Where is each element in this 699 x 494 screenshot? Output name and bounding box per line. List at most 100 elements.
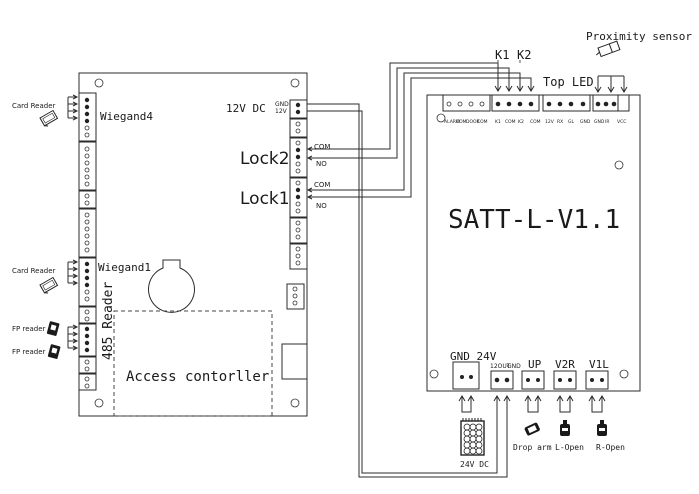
power-terminal [289, 99, 308, 119]
pin-label: COM [456, 119, 467, 125]
wiegand4-label: Wiegand4 [100, 110, 153, 123]
l-open-label: L-Open [555, 443, 584, 452]
arrow-icon [594, 75, 628, 93]
power-24v-terminal [452, 361, 480, 390]
pin-label: K1 [495, 119, 501, 125]
access-controller-board [78, 72, 308, 417]
satt-board: ALARM COM DOOR COM K1 COM K2 COM 12V RX … [426, 94, 641, 392]
lock1-com-label: COM [314, 181, 330, 189]
mount-hole [619, 369, 629, 379]
battery-holder [148, 259, 195, 313]
reader485-terminal [78, 323, 97, 357]
wiegand4-terminal [78, 92, 97, 142]
up-terminal [521, 370, 545, 390]
mount-hole [290, 78, 300, 88]
pin-label: GND [580, 119, 591, 125]
mount-hole [614, 160, 624, 170]
terminal-block [78, 356, 97, 374]
v2r-label: V2R [555, 358, 575, 371]
gnd-24v-label: GND 24V [450, 350, 497, 363]
satt-board-title: SATT-L-V1.1 [448, 205, 620, 235]
right-terminal-strip [281, 99, 308, 380]
arrow-icon [72, 94, 79, 121]
controller-title: Access contorller [126, 369, 269, 385]
pin-label: COM [477, 119, 488, 125]
top-led-label: Top LED [543, 75, 594, 89]
lock1-terminal [289, 177, 308, 218]
pin-label: ALARM [444, 119, 460, 125]
power-supply-24v: 24V DC [458, 395, 489, 469]
terminal-block [78, 373, 97, 391]
card-reader-icon [39, 109, 59, 127]
power-pin-gnd: GND [275, 101, 289, 108]
mount-hole [94, 398, 104, 408]
connector-port [281, 343, 308, 380]
v1l-terminal [585, 370, 609, 390]
reader485-label: 485 Reader [101, 282, 116, 360]
pin-label: COM [505, 119, 516, 125]
card-reader-1: Card Reader [12, 94, 79, 127]
drop-arm-label: Drop arm [513, 443, 552, 452]
card-reader-2-label: Card Reader [12, 267, 55, 275]
arrow-icon [72, 324, 79, 351]
pin-label: K2 [518, 119, 524, 125]
gnd-label: GND [507, 363, 521, 370]
power-pin-12v: 12V [275, 108, 288, 115]
terminal-block [289, 243, 308, 270]
power-supply-label: 24V DC [460, 460, 489, 469]
alarm-door-terminal [442, 94, 491, 112]
drop-arm-icon [524, 422, 540, 436]
card-reader-1-label: Card Reader [12, 102, 55, 110]
wire-lock2-com-to-k1 [306, 62, 502, 152]
card-reader-icon [39, 276, 59, 294]
pin-label: COM [530, 119, 541, 125]
drop-arm-device: Drop arm [513, 395, 552, 452]
r-open-device: R-Open [588, 395, 625, 452]
v2r-terminal [553, 370, 577, 390]
terminal-block [286, 283, 305, 310]
v1l-label: V1L [589, 358, 609, 371]
pin-label: RX [557, 119, 563, 125]
wire-lock1-no-to-k2com [306, 77, 535, 200]
pin-label: 12V [545, 119, 555, 125]
wire-lock2-no-to-k1com [306, 67, 513, 161]
lock2-terminal [289, 137, 308, 178]
relay-terminal [491, 94, 540, 112]
fp-reader-1: FP reader [12, 321, 60, 336]
wire-lock1-com-to-k2 [306, 72, 524, 193]
proximity-sensor-label: Proximity sensor [586, 30, 692, 43]
up-label: UP [528, 358, 542, 371]
r-open-label: R-Open [596, 443, 625, 452]
wiegand1-label: Wiegand1 [98, 261, 151, 274]
arrow-icon [72, 259, 79, 286]
terminal-block [289, 217, 308, 244]
fingerprint-reader-icon [47, 344, 61, 359]
terminal-block [78, 208, 97, 258]
mount-hole [290, 398, 300, 408]
card-reader-2: Card Reader [12, 259, 79, 294]
top-led-terminal [542, 94, 591, 112]
mount-hole [94, 78, 104, 88]
fp-reader-2: FP reader [12, 344, 61, 359]
relay-k1-label: K1 [495, 48, 509, 62]
pin-label: GND [594, 119, 605, 125]
pin-label: IR [605, 119, 609, 125]
wire-12v-power [307, 103, 511, 478]
12out-terminal [490, 370, 514, 390]
pin-label: DOOR [466, 119, 480, 125]
proximity-sensor-icon [595, 40, 621, 58]
terminal-block [289, 118, 308, 138]
power-12v-label: 12V DC [226, 102, 266, 115]
terminal-block [78, 141, 97, 191]
fp-reader-2-label: FP reader [12, 348, 46, 356]
terminal-block [78, 306, 97, 324]
relay-k2-label: K2 [517, 48, 531, 62]
mount-hole [429, 369, 439, 379]
wiegand1-terminal [78, 257, 97, 307]
terminal-block [78, 190, 97, 209]
lock2-no-label: NO [316, 160, 327, 168]
left-terminal-strip [78, 92, 97, 391]
arrow-icon [493, 395, 511, 402]
pin-label: GL [568, 119, 574, 125]
